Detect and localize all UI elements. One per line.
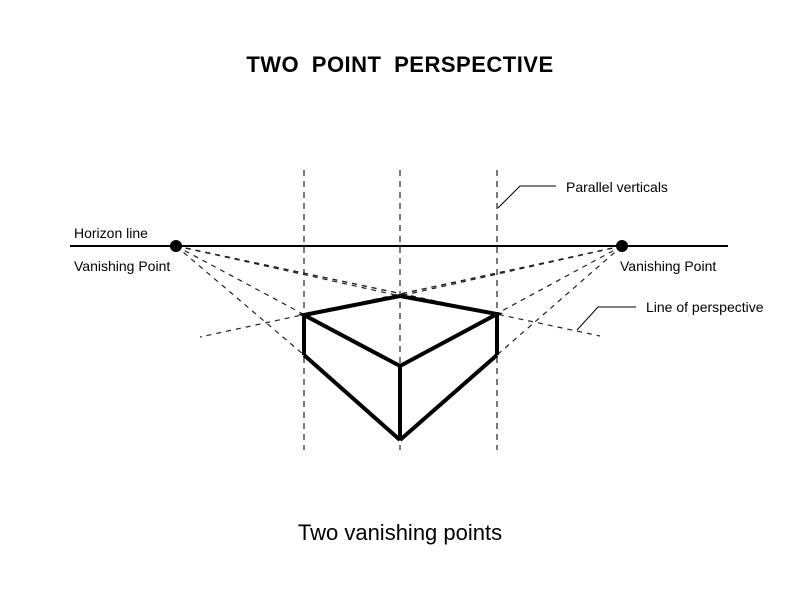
horizon-line-label: Horizon line bbox=[74, 225, 148, 241]
perspective-line-left-4 bbox=[175, 245, 305, 356]
line-of-perspective-label: Line of perspective bbox=[646, 299, 764, 315]
box-bottom-left bbox=[302, 353, 402, 442]
vanishing-point-left-label: Vanishing Point bbox=[74, 258, 171, 274]
perspective-line-right-2 bbox=[199, 245, 623, 338]
perspective-lines bbox=[175, 245, 623, 367]
parallel-verticals-label: Parallel verticals bbox=[566, 179, 668, 195]
vanishing-point-right-label: Vanishing Point bbox=[620, 258, 717, 274]
diagram-caption: Two vanishing points bbox=[297, 520, 503, 545]
diagram-title: TWO POINT PERSPECTIVE bbox=[246, 52, 554, 77]
perspective-line-right-3 bbox=[399, 245, 623, 297]
parallel-verticals-leader bbox=[497, 185, 556, 209]
box-bottom-right bbox=[398, 353, 499, 442]
perspective-line-left-3 bbox=[175, 245, 401, 297]
vanishing-point-left-dot bbox=[170, 240, 182, 252]
perspective-box bbox=[298, 293, 503, 442]
perspective-line-right-4 bbox=[496, 245, 623, 356]
line-of-perspective-leader bbox=[576, 306, 636, 331]
perspective-line-left-2 bbox=[175, 245, 601, 337]
vanishing-point-right-dot bbox=[616, 240, 628, 252]
